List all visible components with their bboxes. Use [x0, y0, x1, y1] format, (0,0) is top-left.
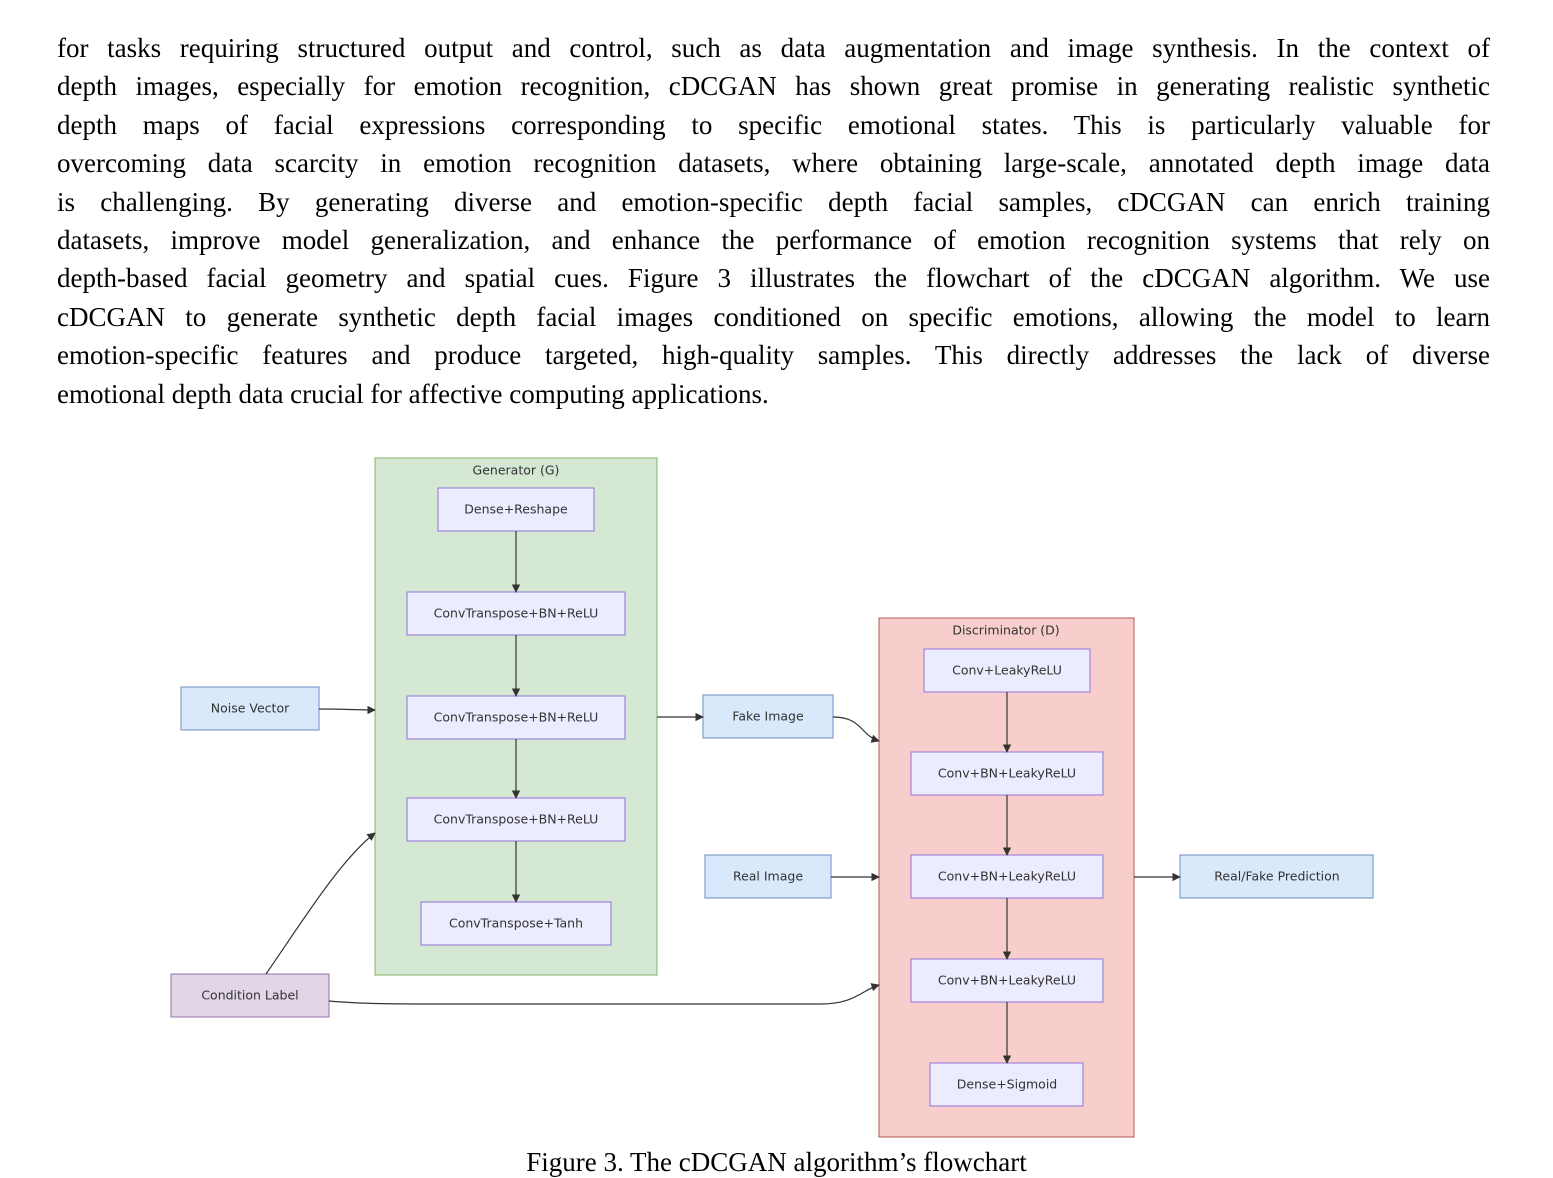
discriminator-layer-dense-sigmoid: Dense+Sigmoid: [929, 1062, 1084, 1107]
edge-noise-generator: [318, 705, 376, 715]
paragraph-line: for tasks requiring structured output an…: [57, 33, 1490, 63]
edge-condition-generator: [265, 832, 376, 975]
paragraph-line: cDCGAN to generate synthetic depth facia…: [57, 301, 1490, 332]
svg-text:Conv+BN+LeakyReLU: Conv+BN+LeakyReLU: [938, 869, 1076, 884]
edges: [265, 531, 1181, 1064]
noise-vector-node: Noise Vector: [180, 686, 320, 731]
svg-text:ConvTranspose+BN+ReLU: ConvTranspose+BN+ReLU: [434, 710, 599, 725]
paragraph-line: depth maps of facial expressions corresp…: [57, 109, 1490, 140]
discriminator-layer-conv-bn-2: Conv+BN+LeakyReLU: [910, 854, 1104, 899]
paragraph-line: overcoming data scarcity in emotion reco…: [57, 148, 1490, 179]
discriminator-group: Discriminator (D) Conv+LeakyReLU Conv+BN…: [878, 617, 1135, 1138]
paragraph-line: depth images, especially for emotion rec…: [57, 71, 1490, 102]
generator-layer-convtranspose-3: ConvTranspose+BN+ReLU: [406, 797, 626, 842]
paragraph-line: emotional depth data crucial for affecti…: [57, 378, 769, 409]
svg-text:Conv+BN+LeakyReLU: Conv+BN+LeakyReLU: [938, 973, 1076, 988]
real-image-node: Real Image: [704, 854, 832, 899]
svg-text:ConvTranspose+Tanh: ConvTranspose+Tanh: [449, 916, 583, 931]
svg-text:Dense+Sigmoid: Dense+Sigmoid: [957, 1077, 1058, 1092]
generator-layer-convtranspose-2: ConvTranspose+BN+ReLU: [406, 695, 626, 740]
discriminator-layer-conv-leakyrelu: Conv+LeakyReLU: [923, 648, 1091, 693]
generator-layer-convtranspose-tanh: ConvTranspose+Tanh: [420, 901, 612, 946]
generator-title: Generator (G): [473, 463, 560, 478]
figure-caption: Figure 3. The cDCGAN algorithm’s flowcha…: [526, 1147, 1027, 1177]
svg-text:ConvTranspose+BN+ReLU: ConvTranspose+BN+ReLU: [434, 812, 599, 827]
generator-layer-convtranspose-1: ConvTranspose+BN+ReLU: [406, 591, 626, 636]
paragraph-line: depth-based facial geometry and spatial …: [57, 263, 1490, 294]
paragraph-line: emotion-specific features and produce ta…: [57, 340, 1490, 371]
svg-text:Noise Vector: Noise Vector: [211, 701, 290, 716]
generator-group: Generator (G) Dense+Reshape ConvTranspos…: [374, 457, 658, 976]
svg-text:Real/Fake Prediction: Real/Fake Prediction: [1214, 869, 1339, 884]
fake-image-node: Fake Image: [702, 694, 834, 739]
paragraph-line: datasets, improve model generalization, …: [57, 225, 1490, 256]
svg-text:Conv+BN+LeakyReLU: Conv+BN+LeakyReLU: [938, 766, 1076, 781]
condition-label-node: Condition Label: [170, 973, 330, 1018]
svg-text:Fake Image: Fake Image: [732, 709, 804, 724]
svg-text:ConvTranspose+BN+ReLU: ConvTranspose+BN+ReLU: [434, 606, 599, 621]
svg-text:Condition Label: Condition Label: [201, 988, 298, 1003]
discriminator-layer-conv-bn-3: Conv+BN+LeakyReLU: [910, 958, 1104, 1003]
discriminator-title: Discriminator (D): [952, 623, 1059, 638]
svg-text:Dense+Reshape: Dense+Reshape: [464, 502, 568, 517]
body-paragraph: for tasks requiring structured output an…: [57, 29, 1490, 413]
prediction-node: Real/Fake Prediction: [1179, 854, 1374, 899]
paragraph-line: is challenging. By generating diverse an…: [57, 186, 1490, 217]
edge-condition-discriminator: [328, 983, 880, 1005]
svg-text:Real Image: Real Image: [733, 869, 803, 884]
discriminator-layer-conv-bn-1: Conv+BN+LeakyReLU: [910, 751, 1104, 796]
edge-fake-discriminator: [832, 716, 880, 743]
generator-layer-dense-reshape: Dense+Reshape: [437, 487, 595, 532]
svg-text:Conv+LeakyReLU: Conv+LeakyReLU: [952, 663, 1062, 678]
